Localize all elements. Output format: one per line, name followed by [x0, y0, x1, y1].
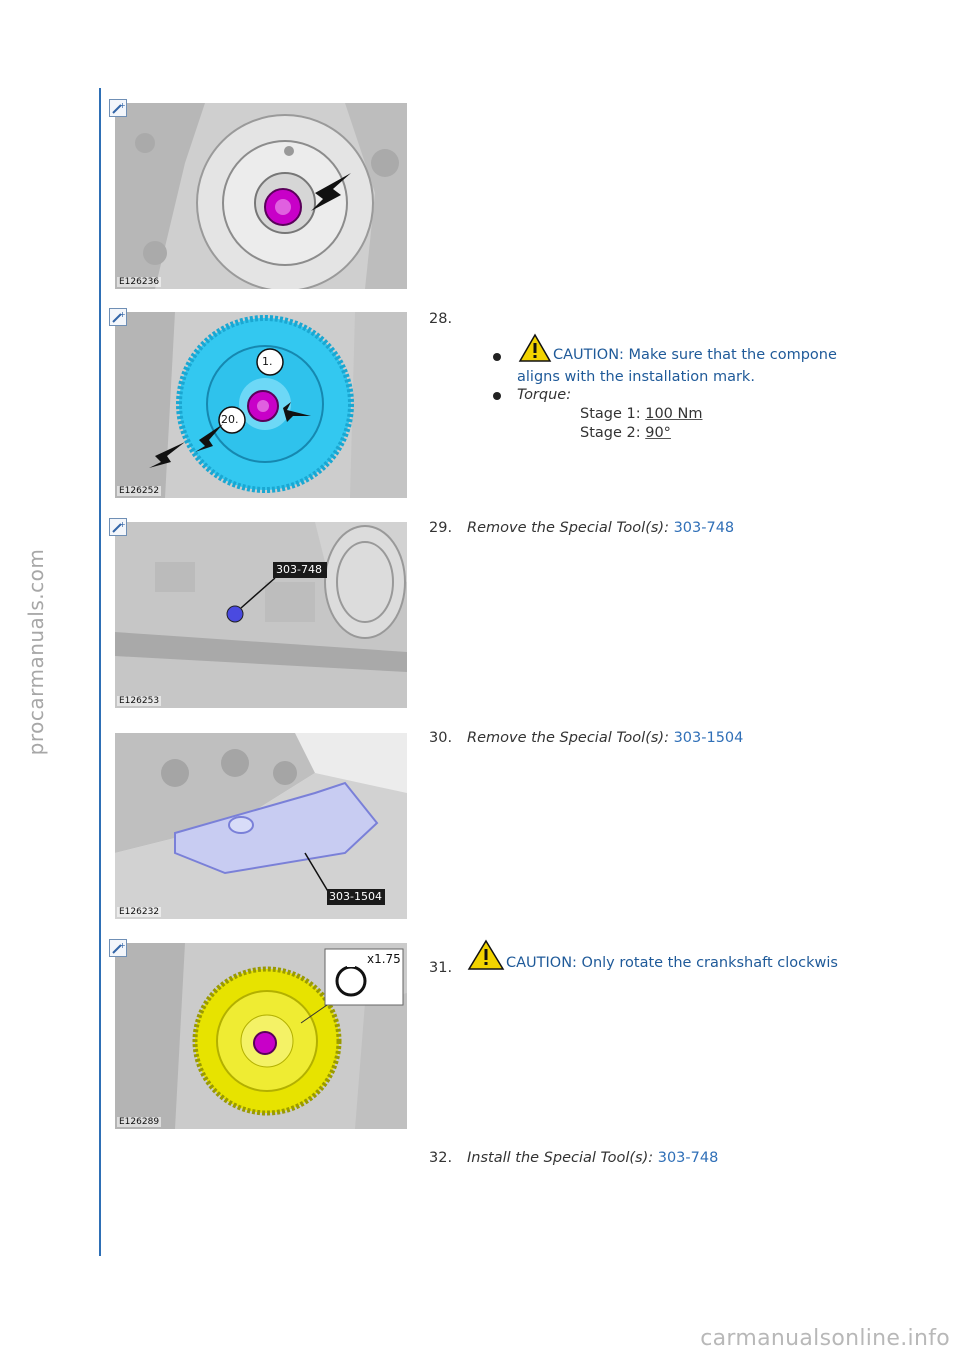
tool-link-303-1504[interactable]: 303-1504: [673, 730, 744, 746]
step-28-bullet-torque: [493, 392, 501, 400]
figure-crankshaft-rotate[interactable]: x1.75 E126289: [115, 943, 407, 1129]
step-31-caution: CAUTION: Only rotate the crankshaft cloc…: [467, 939, 873, 977]
page-left-rule: [99, 88, 101, 1256]
step-28-caution-continued: aligns with the installation mark.: [517, 369, 755, 385]
step-28-torque-label: Torque:: [517, 387, 572, 403]
callout-20: 20.: [221, 413, 239, 426]
side-watermark: procarmanuals.com: [24, 548, 48, 756]
step-28-stage-2: Stage 2: 90°: [580, 425, 671, 441]
figure-id: E126232: [117, 907, 162, 917]
step-30: 30.Remove the Special Tool(s): 303-1504: [429, 730, 744, 746]
step-32: 32.Install the Special Tool(s): 303-748: [429, 1150, 719, 1166]
svg-text:+: +: [119, 101, 126, 110]
tool-link-303-748[interactable]: 303-748: [657, 1150, 719, 1166]
warning-icon: [467, 939, 505, 977]
callout-tool: 303-1504: [329, 890, 382, 903]
svg-text:+: +: [119, 941, 126, 950]
step-29: 29.Remove the Special Tool(s): 303-748: [429, 520, 735, 536]
callout-tool: 303-748: [276, 563, 322, 576]
zoom-icon[interactable]: +: [109, 939, 127, 957]
step-28-number: 28.: [429, 311, 453, 327]
callout-1: 1.: [262, 355, 273, 368]
zoom-icon[interactable]: +: [109, 518, 127, 536]
svg-text:+: +: [119, 310, 126, 319]
tool-link-303-748[interactable]: 303-748: [673, 520, 735, 536]
step-28-stage-1: Stage 1: 100 Nm: [580, 406, 703, 422]
warning-icon: [518, 333, 552, 369]
figure-sprocket-alignment[interactable]: 1. 20. E126252: [115, 312, 407, 498]
svg-text:+: +: [119, 520, 126, 529]
figure-tool-303-1504-remove: 303-1504 E126232: [115, 733, 407, 919]
figure-id: E126253: [117, 696, 162, 706]
figure-id: E126236: [117, 277, 162, 287]
zoom-icon[interactable]: +: [109, 99, 127, 117]
step-28-caution: CAUTION: Make sure that the compone: [518, 333, 873, 369]
step-31-number: 31.: [429, 960, 453, 976]
figure-crank-bolt[interactable]: E126236: [115, 103, 407, 289]
figure-id: E126289: [117, 1117, 162, 1127]
bottom-watermark: carmanualsonline.info: [700, 1326, 950, 1351]
callout-rotation: x1.75: [367, 952, 401, 966]
figure-id: E126252: [117, 486, 162, 496]
step-28-bullet-caution: [493, 353, 501, 361]
zoom-icon[interactable]: +: [109, 308, 127, 326]
figure-tool-303-748-remove[interactable]: 303-748 E126253: [115, 522, 407, 708]
